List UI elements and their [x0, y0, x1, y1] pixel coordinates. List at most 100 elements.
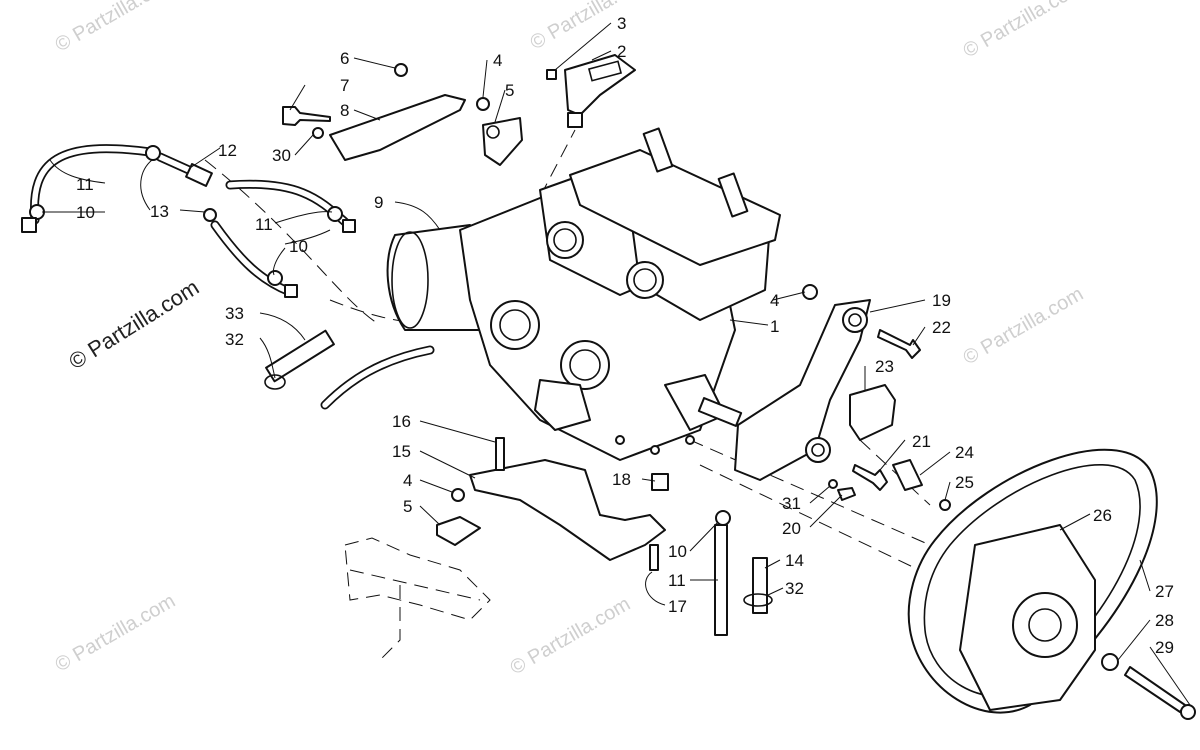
- spring: [265, 329, 335, 383]
- spacer-block: [849, 384, 896, 441]
- exhaust-port: [490, 300, 540, 350]
- idler-pulley: [842, 307, 868, 333]
- hose-clamp: [203, 208, 217, 222]
- nut: [802, 284, 818, 300]
- callout-7: 7: [340, 76, 349, 95]
- leader-lines: [42, 22, 1191, 706]
- hose-end: [21, 217, 37, 233]
- watermark: © Partzilla.com: [52, 0, 180, 56]
- bolt: [877, 329, 921, 359]
- callout-5: 5: [505, 81, 514, 100]
- hose-clamp: [267, 270, 283, 286]
- hose-clamp: [145, 145, 161, 161]
- lower-bracket: [469, 459, 666, 561]
- bolt: [852, 464, 888, 491]
- lock-washer: [312, 127, 324, 139]
- callout-17: 17: [668, 597, 687, 616]
- intake-port: [546, 221, 584, 259]
- callout-29: 29: [1155, 638, 1174, 657]
- hose-end: [342, 219, 356, 233]
- nut: [476, 97, 490, 111]
- callout-4: 4: [493, 51, 502, 70]
- callout-16: 16: [392, 412, 411, 431]
- pull-handle: [564, 54, 636, 116]
- bolt: [282, 106, 331, 126]
- oil-pump: [534, 379, 591, 431]
- callout-6: 6: [340, 49, 349, 68]
- bolt: [495, 437, 505, 471]
- watermark: © Partzilla.com: [527, 0, 655, 54]
- clutch-bolt: [1124, 666, 1186, 713]
- callout-28: 28: [1155, 611, 1174, 630]
- hose-assembly: [21, 144, 356, 298]
- callout-23: 23: [875, 357, 894, 376]
- lower-mount-parts: [436, 437, 773, 636]
- callout-4: 4: [770, 291, 779, 310]
- handle-clip: [546, 69, 557, 80]
- callout-32: 32: [785, 579, 804, 598]
- spark-plug: [642, 127, 674, 173]
- hose-clamp: [29, 204, 45, 220]
- bolt: [394, 63, 408, 77]
- callout-11: 11: [76, 175, 94, 194]
- idler-pulley: [805, 437, 831, 463]
- bolt: [649, 544, 659, 571]
- spark-plug: [717, 172, 749, 218]
- callout-22: 22: [932, 318, 951, 337]
- frame-outline: [344, 537, 491, 661]
- cylinder-head: [569, 149, 781, 266]
- handle-stem: [567, 112, 583, 128]
- callout-26: 26: [1093, 506, 1112, 525]
- rubber-damper: [482, 117, 523, 166]
- upper-mount-parts: [282, 54, 636, 166]
- hose-clamp: [327, 206, 343, 222]
- nut: [451, 488, 465, 502]
- hose-clamp: [715, 510, 731, 526]
- breather-parts: [264, 329, 435, 410]
- watermark: © Partzilla.com: [52, 590, 180, 676]
- callout-3: 3: [617, 14, 626, 33]
- callout-9: 9: [374, 193, 383, 212]
- bolt: [837, 487, 856, 501]
- callout-20: 20: [782, 519, 801, 538]
- crankshaft-end: [697, 397, 743, 427]
- callout-18: 18: [612, 470, 631, 489]
- callout-5: 5: [403, 497, 412, 516]
- callout-10: 10: [668, 542, 687, 561]
- callout-12: 12: [218, 141, 237, 160]
- bolt: [939, 499, 951, 511]
- bolt-head: [1180, 704, 1196, 720]
- callout-11: 11: [668, 571, 686, 590]
- spring: [752, 557, 768, 614]
- watermark: © Partzilla.com: [960, 0, 1088, 62]
- washer: [828, 479, 838, 489]
- spacer: [651, 473, 669, 491]
- engine-assembly: [386, 127, 781, 461]
- callout-8: 8: [340, 101, 349, 120]
- clutch-hub: [1012, 592, 1078, 658]
- callout-10: 10: [76, 203, 95, 222]
- callout-32: 32: [225, 330, 244, 349]
- callout-33: 33: [225, 304, 244, 323]
- callout-14: 14: [785, 551, 804, 570]
- hose-clamp: [743, 593, 773, 607]
- callout-1: 1: [770, 317, 779, 336]
- small-bracket: [892, 459, 923, 491]
- callouts: 3 2 6 4 7 5 8 12 30 11 10 13 9 11 10 4 1…: [76, 14, 1174, 657]
- rubber-damper: [436, 516, 481, 546]
- callout-11: 11: [255, 215, 273, 234]
- exhaust-port: [560, 340, 610, 390]
- callout-30: 30: [272, 146, 291, 165]
- callout-25: 25: [955, 473, 974, 492]
- tee-fitting: [185, 163, 213, 187]
- clutch-assembly: [907, 448, 1196, 720]
- callout-15: 15: [392, 442, 411, 461]
- callout-19: 19: [932, 291, 951, 310]
- callout-2: 2: [617, 42, 626, 61]
- callout-31: 31: [782, 494, 801, 513]
- recoil-starter: [386, 224, 481, 331]
- hose-end: [284, 284, 298, 298]
- callout-27: 27: [1155, 582, 1174, 601]
- engine-bracket: [329, 94, 466, 161]
